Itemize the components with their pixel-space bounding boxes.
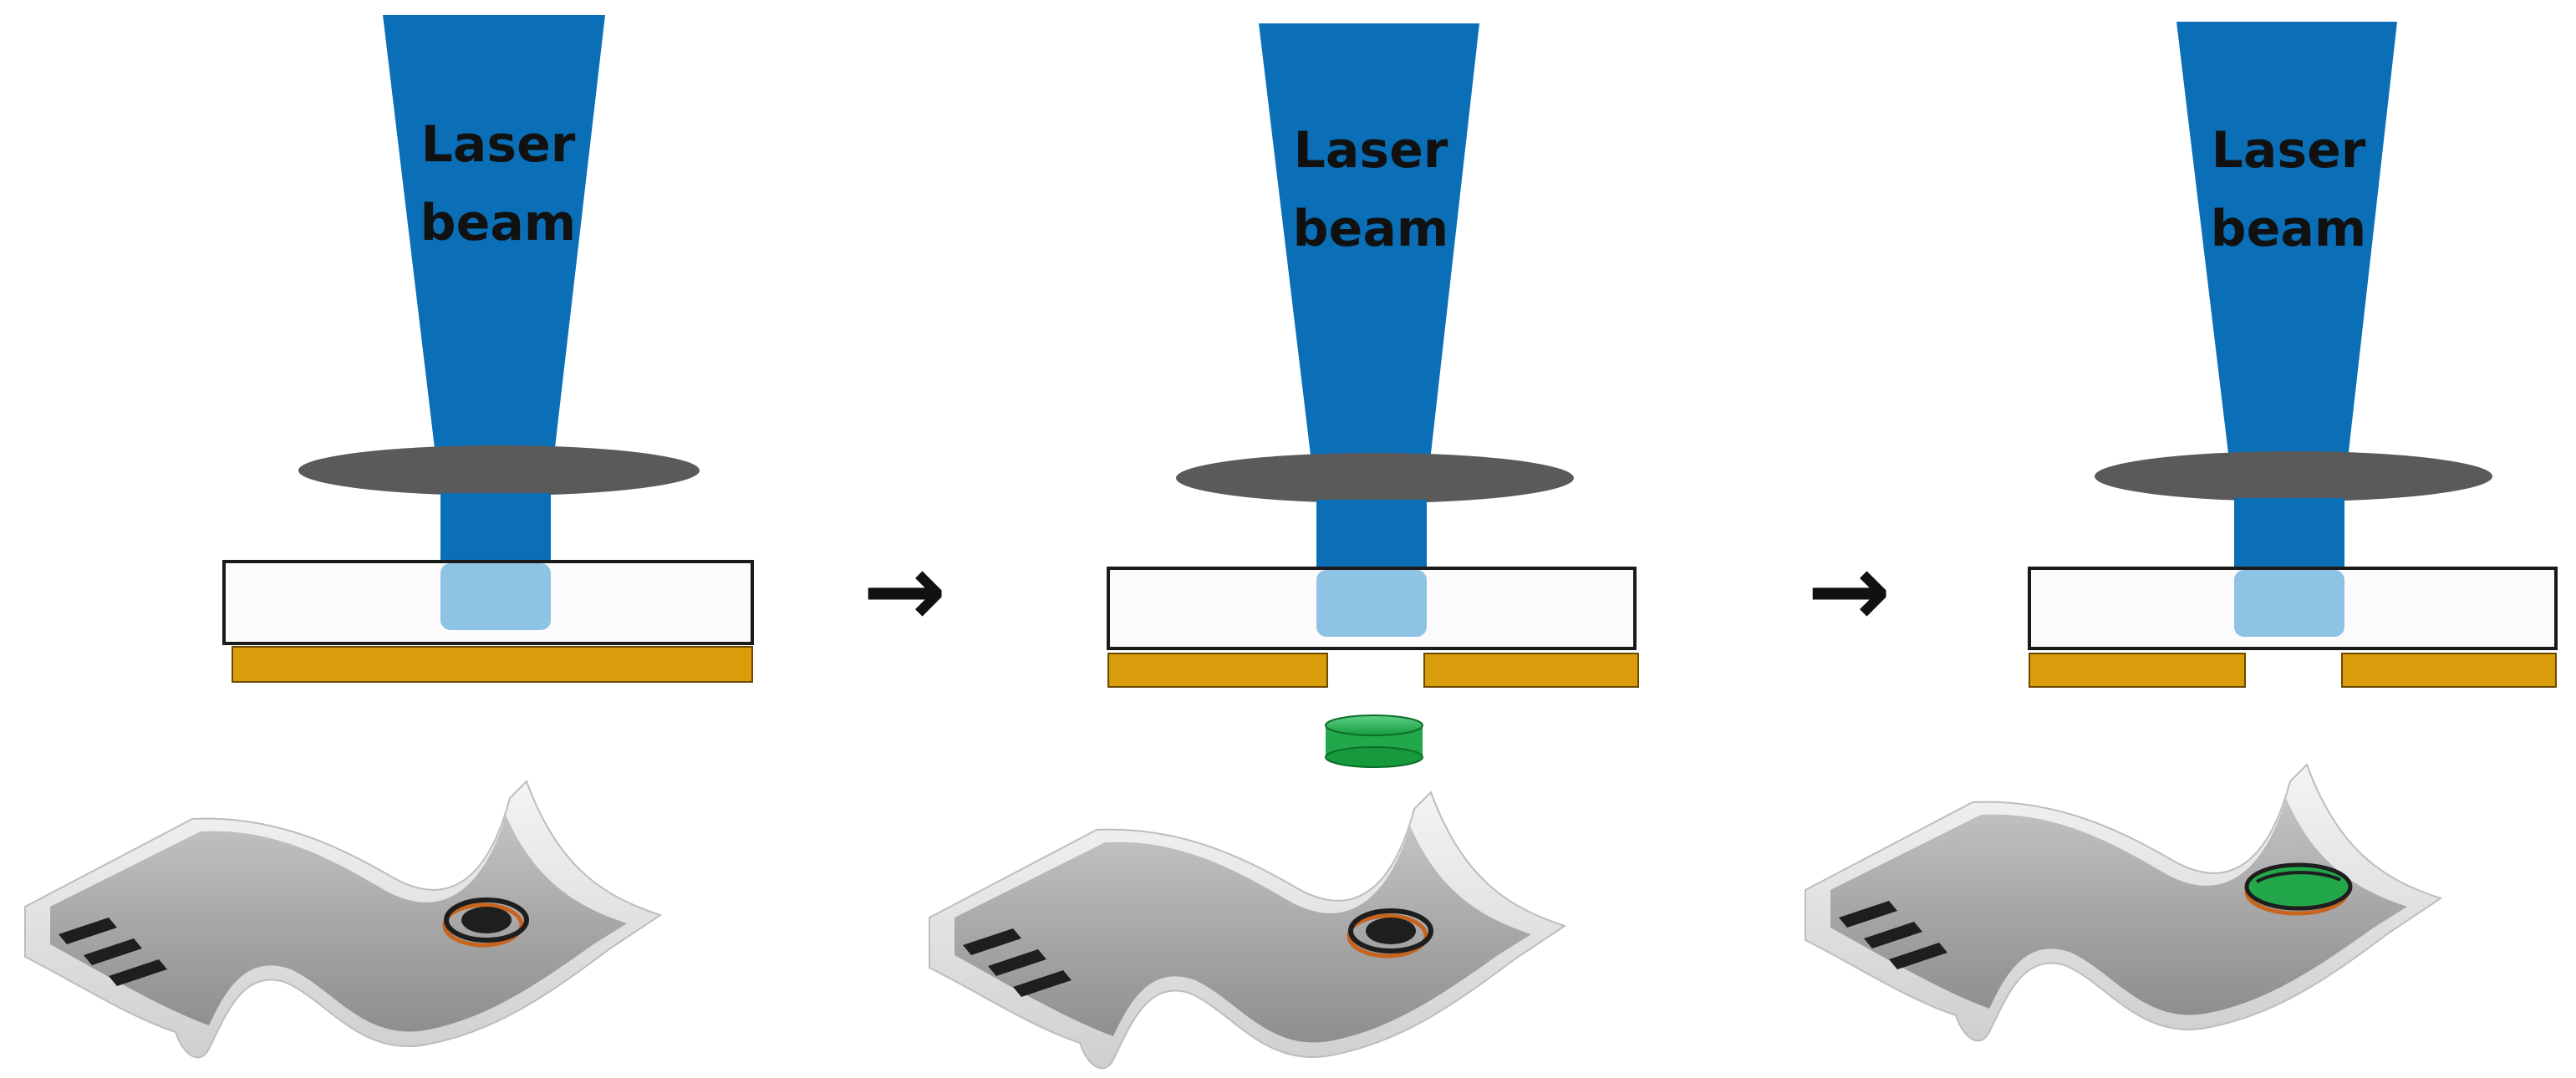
electrode-ring-dark: [1348, 908, 1433, 953]
electrode-center: [1366, 918, 1416, 944]
donor-film-left: [1107, 653, 1328, 688]
donor-film: [232, 646, 753, 683]
contact-pad: [1013, 970, 1072, 997]
sensor-body: [955, 826, 1531, 1043]
sensor-pads: [963, 928, 1072, 997]
contact-pad: [1889, 943, 1947, 969]
electrode-ring-dark: [444, 897, 529, 943]
panel-3: Laser beam: [1805, 22, 2558, 1042]
right-arrow-icon: →: [1807, 533, 1891, 649]
panel-2: Laser beam: [929, 23, 1639, 1070]
working-electrode: [1347, 908, 1433, 959]
beam-in-substrate: [1316, 570, 1427, 637]
contact-pad: [988, 949, 1046, 976]
beam-cone: [1259, 23, 1479, 483]
beam-label-line2: beam: [420, 194, 577, 252]
coated-electrode: [2244, 862, 2353, 916]
donor-film-left: [2029, 653, 2246, 688]
contact-pad: [59, 918, 117, 944]
laser-beam: Laser beam: [1259, 23, 1479, 483]
beam-label-line2: beam: [2211, 200, 2367, 258]
sensor-pads: [59, 918, 167, 986]
beam-cone: [2176, 22, 2397, 481]
lens-icon: [2095, 451, 2492, 501]
beam-in-substrate: [2234, 570, 2344, 637]
ejected-droplet: [1325, 714, 1423, 768]
contact-pad: [1864, 922, 1922, 948]
contact-pad: [109, 959, 167, 986]
beam-label-line1: Laser: [2212, 121, 2366, 180]
panel-1: Laser beam: [24, 15, 754, 1059]
donor-film-right: [2341, 653, 2557, 688]
sensor-strip-icon: [929, 791, 1567, 1070]
sensor-body: [50, 815, 627, 1032]
electrode-ring: [1347, 913, 1428, 959]
sensor-body: [1830, 798, 2407, 1015]
beam-label-line1: Laser: [1294, 121, 1448, 180]
laser-beam: Laser beam: [383, 15, 605, 476]
working-electrode: [442, 897, 529, 948]
contact-pad: [1839, 901, 1897, 928]
contact-pad: [963, 928, 1021, 955]
beam-cone: [383, 15, 605, 476]
beam-label-line2: beam: [1293, 200, 1449, 258]
sensor-strip-icon: [24, 780, 663, 1059]
beam-in-substrate: [440, 563, 551, 630]
beam-focused: [1316, 500, 1427, 570]
sensor-pads: [1839, 901, 1947, 969]
electrode-ring: [442, 903, 524, 948]
lens-icon: [298, 445, 700, 496]
sensor-strip-icon: [1805, 763, 2443, 1042]
lens-icon: [1176, 453, 1574, 503]
laser-beam: Laser beam: [2176, 22, 2397, 481]
coating-highlight: [2255, 871, 2341, 883]
beam-focused: [2234, 498, 2344, 570]
electrode-center: [461, 907, 512, 933]
beam-label-line1: Laser: [421, 115, 576, 174]
right-arrow-icon: →: [863, 533, 947, 649]
beam-focused: [440, 493, 551, 563]
donor-film-right: [1423, 653, 1639, 688]
contact-pad: [84, 938, 142, 965]
